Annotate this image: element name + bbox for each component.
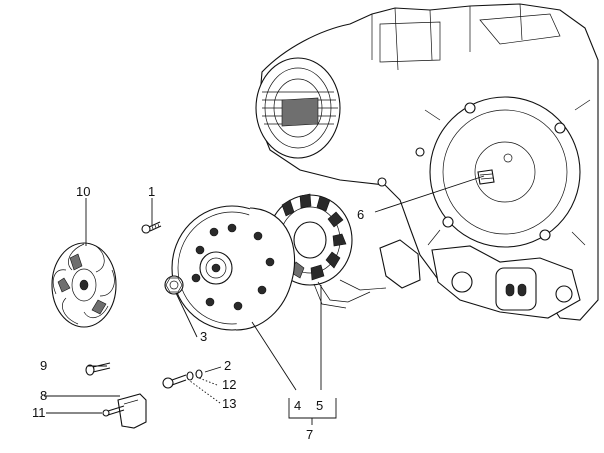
callout-13: 13 xyxy=(222,396,236,411)
callout-11: 11 xyxy=(32,405,46,420)
flywheel-nut xyxy=(164,275,184,295)
screw-item-9 xyxy=(85,362,111,376)
callout-5: 5 xyxy=(316,398,323,413)
leader-lines xyxy=(44,175,485,425)
screw-item-1 xyxy=(141,221,162,234)
callout-4: 4 xyxy=(294,398,301,413)
callout-7: 7 xyxy=(306,427,313,442)
callout-12: 12 xyxy=(222,377,236,392)
flywheel-rotor xyxy=(171,205,296,331)
callout-9: 9 xyxy=(40,358,47,373)
callout-10: 10 xyxy=(76,184,90,199)
screw-item-11 xyxy=(102,405,125,417)
callout-2: 2 xyxy=(224,358,231,373)
screw-washer-set xyxy=(162,369,203,389)
engine-casing xyxy=(255,3,599,321)
callout-8: 8 xyxy=(40,388,47,403)
bracket-item-8 xyxy=(117,393,147,429)
callout-3: 3 xyxy=(200,329,207,344)
cooling-fan xyxy=(51,242,117,328)
callout-6: 6 xyxy=(357,207,364,222)
callout-1: 1 xyxy=(148,184,155,199)
